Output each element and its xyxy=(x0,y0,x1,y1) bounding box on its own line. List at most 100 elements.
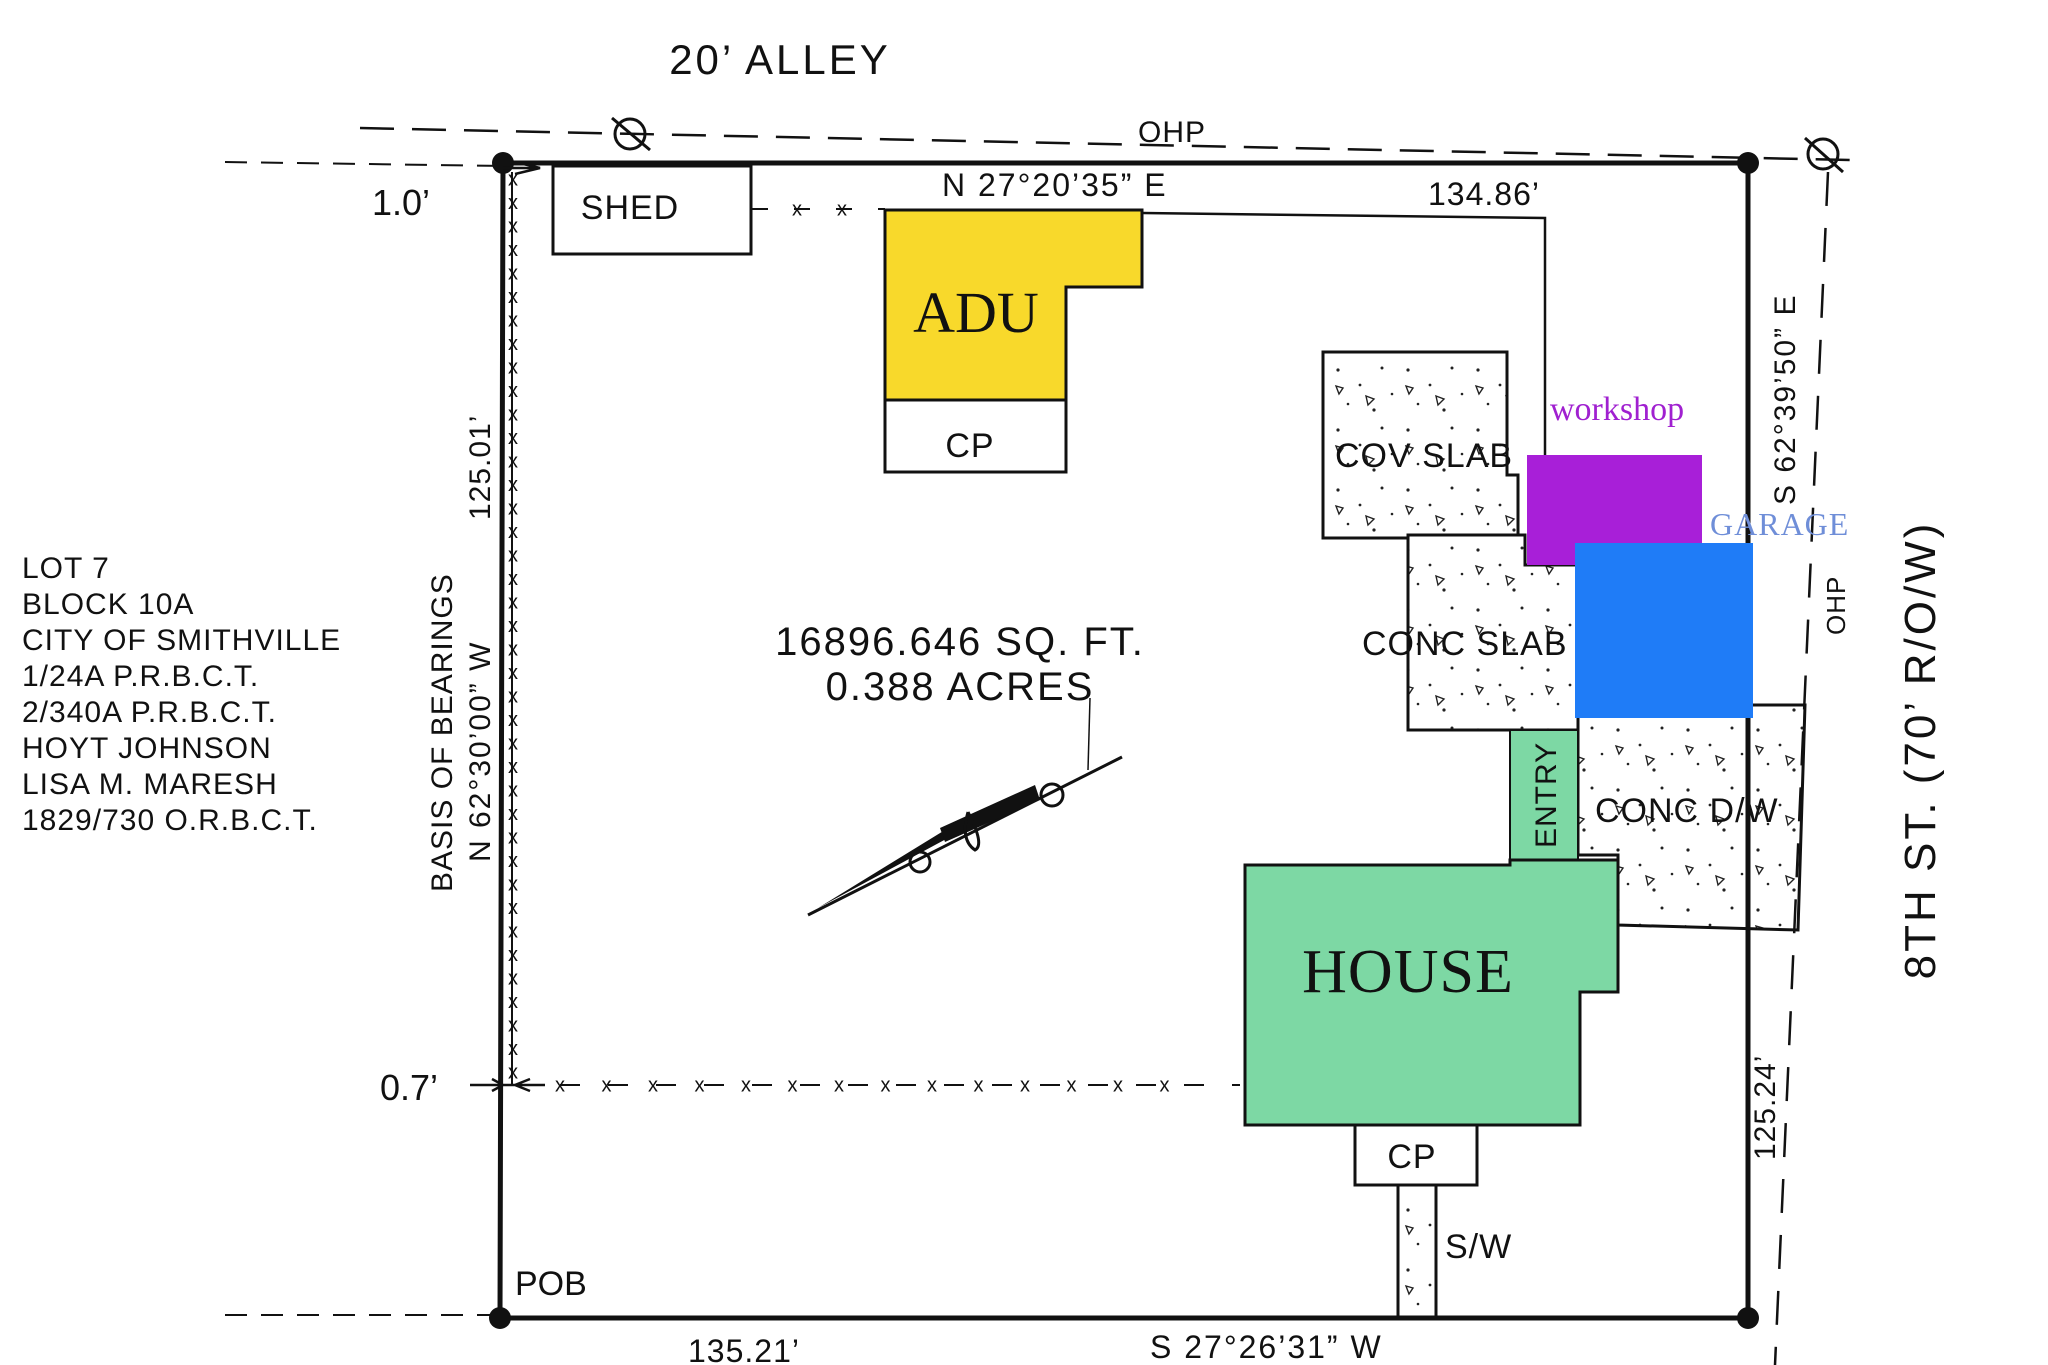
fence-mark: x xyxy=(508,1014,518,1036)
fence-mark: x xyxy=(508,544,518,566)
area-acres: 0.388 ACRES xyxy=(826,665,1095,709)
fence-mark: x xyxy=(837,198,847,220)
distance-east: 125.24’ xyxy=(1749,1055,1782,1160)
fence-mark: x xyxy=(508,333,518,355)
fence-mark: x xyxy=(974,1074,984,1096)
sidewalk-label: S/W xyxy=(1445,1228,1512,1266)
fence-mark: x xyxy=(1113,1074,1123,1096)
sidewalk xyxy=(1396,1183,1438,1320)
fence-mark: x xyxy=(508,497,518,519)
fence-mark: x xyxy=(834,1074,844,1096)
fence-mark: x xyxy=(508,803,518,825)
fence-mark: x xyxy=(508,638,518,660)
shed-label: SHED xyxy=(581,189,679,227)
fence-mark: x xyxy=(508,850,518,872)
fence-mark: x xyxy=(508,873,518,895)
utility-pole-icon xyxy=(1803,136,1845,174)
offset-arrow-bottom xyxy=(470,1077,545,1093)
pob-label: POB xyxy=(515,1265,587,1303)
fence-mark: x xyxy=(508,450,518,472)
fence-mark: x xyxy=(648,1074,658,1096)
area-sqft: 16896.646 SQ. FT. xyxy=(775,620,1145,664)
fence-mark: x xyxy=(508,380,518,402)
lot-info-line: CITY OF SMITHVILLE xyxy=(22,624,341,657)
distance-south: 135.21’ xyxy=(688,1333,800,1365)
fence-mark: x xyxy=(741,1074,751,1096)
street-label: 8TH ST. (70’ R/O/W) xyxy=(1896,521,1945,980)
fence-mark: x xyxy=(695,1074,705,1096)
adu-carport-label: CP xyxy=(945,427,994,465)
covered-slab-label: COV SLAB xyxy=(1335,437,1513,475)
fence-mark: x xyxy=(508,168,518,190)
fence-mark: x xyxy=(508,403,518,425)
ohp-line-north xyxy=(359,126,1851,162)
lot-info-line: 2/340A P.R.B.C.T. xyxy=(22,696,277,729)
concrete-driveway-label: CONC D/W xyxy=(1595,792,1779,830)
fence-mark: x xyxy=(508,967,518,989)
fence-mark: x xyxy=(602,1074,612,1096)
fence-mark: x xyxy=(508,779,518,801)
lot-info-line: 1/24A P.R.B.C.T. xyxy=(22,660,259,693)
lot-info-line: LISA M. MARESH xyxy=(22,768,278,801)
bearing-basis-label: BASIS OF BEARINGS xyxy=(426,573,459,892)
fence-mark: x xyxy=(508,615,518,637)
fence-mark: x xyxy=(508,568,518,590)
fence-mark: x xyxy=(508,309,518,331)
bearing-south: S 27°26’31” W xyxy=(1150,1329,1383,1365)
entry-walkway xyxy=(1509,729,1579,861)
alley-label: 20’ ALLEY xyxy=(669,36,891,83)
distance-west: 125.01’ xyxy=(464,415,497,520)
lot-info-line: BLOCK 10A xyxy=(22,588,194,621)
property-corner-se xyxy=(1737,1307,1759,1329)
fence-mark: x xyxy=(508,427,518,449)
fence-mark: x xyxy=(508,685,518,707)
fence-mark: x xyxy=(555,1074,565,1096)
entry-label: ENTRY xyxy=(1530,742,1563,848)
fence-mark: x xyxy=(508,239,518,261)
ohp-label-east: OHP xyxy=(1821,576,1851,635)
lot-info-line: HOYT JOHNSON xyxy=(22,732,272,765)
house-carport-label: CP xyxy=(1387,1138,1436,1176)
fence-mark: x xyxy=(508,1038,518,1060)
lot-info: LOT 7 BLOCK 10A CITY OF SMITHVILLE 1/24A… xyxy=(22,552,341,837)
fence-mark: x xyxy=(508,756,518,778)
fence-mark: x xyxy=(508,356,518,378)
fence-mark: x xyxy=(508,991,518,1013)
fence-mark: x xyxy=(508,732,518,754)
ohp-label-north: OHP xyxy=(1138,116,1206,149)
fence-mark: x xyxy=(1020,1074,1030,1096)
fence-mark: x xyxy=(508,591,518,613)
fence-mark: x xyxy=(508,897,518,919)
fence-mark: x xyxy=(1067,1074,1077,1096)
fence-mark: x xyxy=(508,521,518,543)
bearing-north: N 27°20’35” E xyxy=(942,167,1168,203)
fence-mark: x xyxy=(508,826,518,848)
fence-line-interior xyxy=(1141,211,1547,455)
fence-mark: x xyxy=(508,474,518,496)
shed xyxy=(551,164,753,256)
lot-info-line: 1829/730 O.R.B.C.T. xyxy=(22,804,318,837)
property-corner-sw xyxy=(489,1307,511,1329)
offset-arrow-top xyxy=(503,160,541,176)
fence-mark: x xyxy=(508,662,518,684)
extension-line-top xyxy=(224,161,506,167)
garage-building xyxy=(1575,543,1753,718)
fence-mark: x xyxy=(508,192,518,214)
concrete-slab-label: CONC SLAB xyxy=(1362,625,1568,663)
workshop-label: workshop xyxy=(1550,391,1684,428)
property-corner-ne xyxy=(1737,152,1759,174)
fence-mark: x xyxy=(508,944,518,966)
fence-mark: x xyxy=(508,709,518,731)
bearing-east: S 62°39’50” E xyxy=(1769,294,1802,505)
fence-mark: x xyxy=(1160,1074,1170,1096)
offset-top-label: 1.0’ xyxy=(372,182,430,223)
fence-mark: x xyxy=(508,286,518,308)
utility-pole-icon xyxy=(611,116,651,152)
north-arrow-icon xyxy=(807,697,1123,917)
fence-mark: x xyxy=(508,920,518,942)
house-label: HOUSE xyxy=(1302,938,1514,1006)
